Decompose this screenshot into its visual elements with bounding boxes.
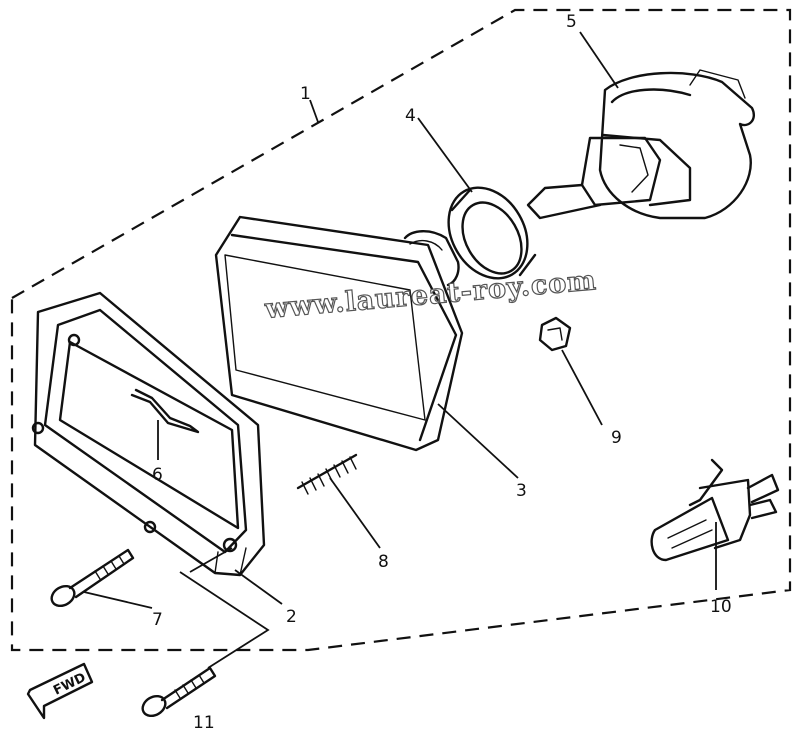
- part-bulb: [650, 458, 780, 562]
- callout-2: 2: [286, 607, 297, 627]
- callout-8: 8: [378, 552, 389, 572]
- callout-3: 3: [516, 481, 527, 501]
- part-screw-7: [50, 548, 135, 608]
- assembly-boundary: [10, 8, 792, 652]
- leader-lines: [83, 31, 717, 669]
- part-rim: [31, 291, 266, 577]
- callout-5: 5: [566, 12, 577, 32]
- callout-11: 11: [193, 713, 215, 733]
- callout-1: 1: [300, 84, 311, 104]
- part-socket: [526, 69, 755, 220]
- callout-7: 7: [152, 610, 163, 630]
- part-rubber-ring: [447, 186, 537, 280]
- watermark: www.laureat-roy.com: [263, 265, 598, 325]
- part-clip: [130, 388, 200, 434]
- part-lens-unit: [214, 215, 464, 452]
- callout-10: 10: [710, 597, 732, 617]
- part-nut: [538, 316, 572, 352]
- fwd-arrow: FWD: [26, 662, 94, 720]
- part-spring: [296, 453, 358, 495]
- callout-4: 4: [405, 106, 416, 126]
- callout-6: 6: [152, 465, 163, 485]
- callout-9: 9: [611, 428, 622, 448]
- part-screw-11: [141, 666, 217, 718]
